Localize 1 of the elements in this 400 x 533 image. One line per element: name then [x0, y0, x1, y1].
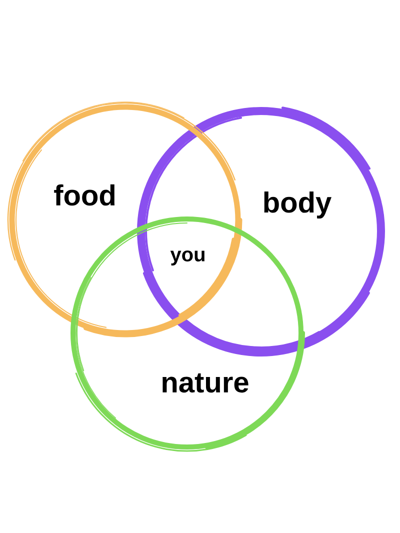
center-label: you [170, 250, 204, 266]
